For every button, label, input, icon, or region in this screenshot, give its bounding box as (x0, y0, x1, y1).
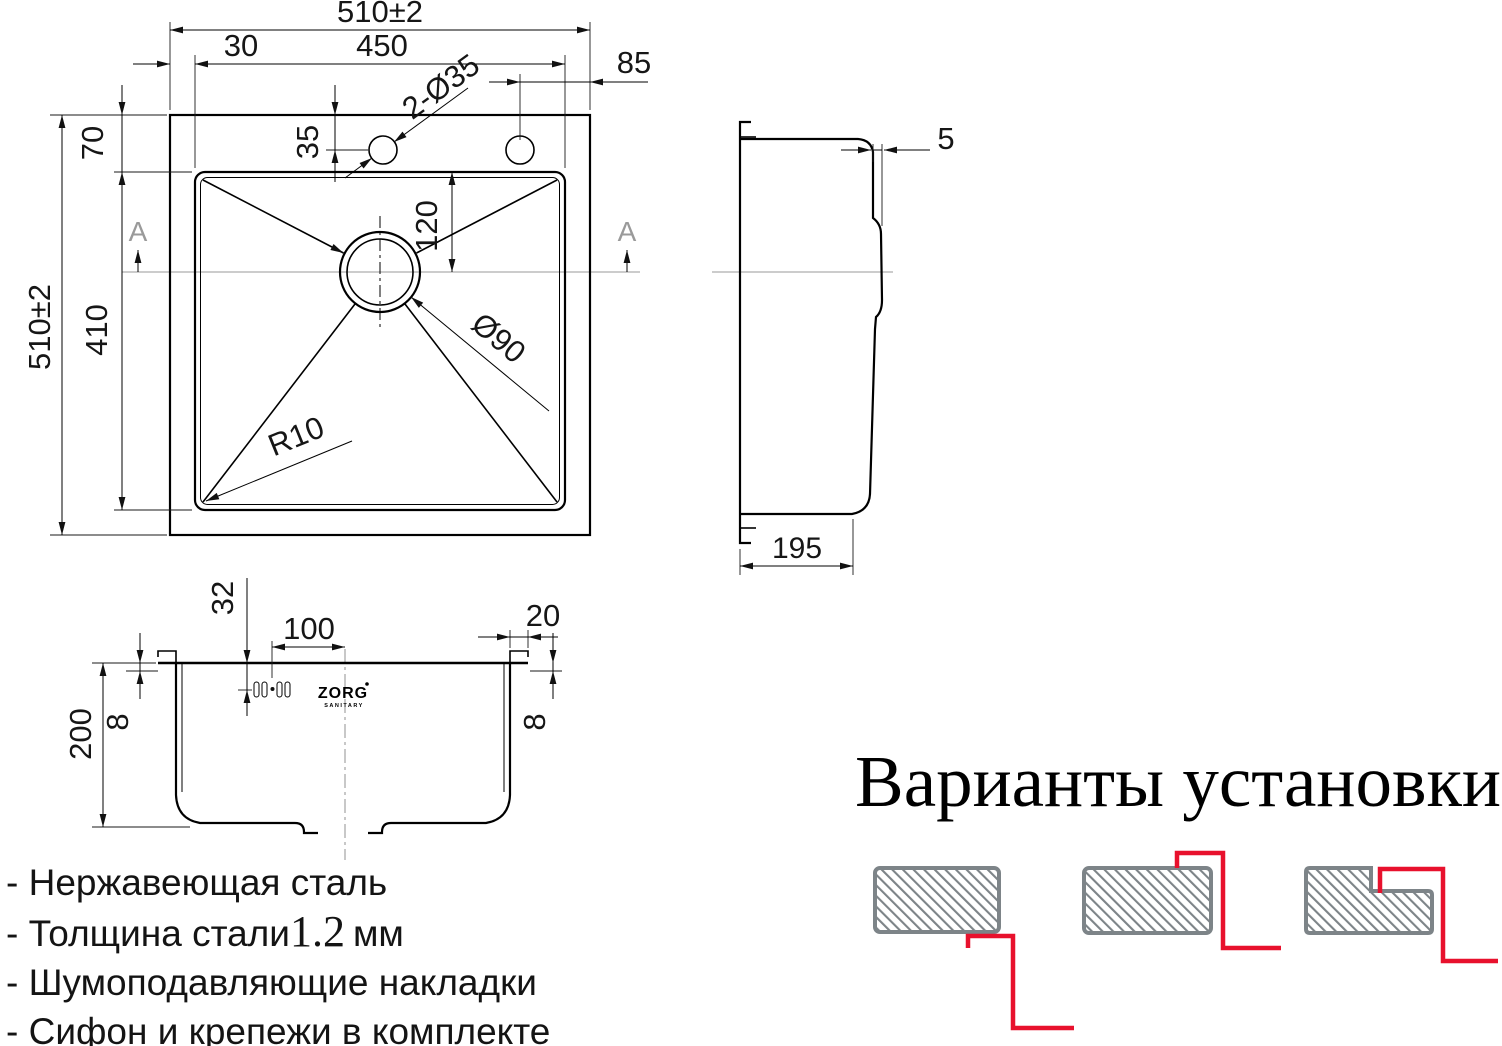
logo-text: ZORG (318, 685, 368, 702)
front-view: ZORG SANITARY 32 100 20 200 8 (63, 578, 562, 860)
section-label-left: A (129, 216, 148, 247)
dim-rim-right: 8 (517, 713, 552, 730)
logo-dot (365, 682, 369, 686)
mount-profile-2 (1174, 850, 1281, 951)
feature-thickness-suffix: мм (352, 913, 404, 954)
countertop-section-2 (1082, 866, 1213, 935)
dim-width-inner: 450 (356, 28, 408, 63)
feature-thickness-prefix: - Толщина стали (6, 913, 290, 954)
installation-diagrams (873, 850, 1498, 1031)
brand-logo: ZORG SANITARY (318, 682, 369, 709)
feature-line: - Сифон и крепежи в комплекте (6, 1011, 551, 1046)
feature-line: - Шумоподавляющие накладки (6, 962, 537, 1003)
countertop-section-3 (1304, 866, 1434, 935)
slope-diagonal-tl (202, 179, 344, 254)
bowl-inner-edge (200, 177, 560, 505)
feature-thickness-value: 1.2 (289, 907, 345, 956)
mount-profile-3 (1377, 866, 1498, 964)
side-profile (740, 137, 884, 516)
countertop-section-1 (873, 866, 1001, 934)
clip-right (509, 650, 529, 663)
mount-profile-1 (965, 933, 1074, 1031)
faucet-hole-right (505, 135, 535, 165)
logo-subtext: SANITARY (324, 703, 364, 709)
slope-diagonal-tr (416, 179, 558, 254)
bowl-wall-right (368, 663, 512, 835)
dim-bowl-depth: 200 (63, 708, 98, 760)
dim-corner-radius: R10 (263, 409, 329, 463)
faucet-hole-left (368, 135, 398, 165)
sink-outer-edge (168, 113, 592, 537)
top-view: A A 510±2 450 30 85 (22, 0, 651, 537)
dim-height-inner: 410 (79, 304, 114, 356)
holes-leader-lower (344, 157, 373, 179)
dim-left-offset: 30 (224, 28, 258, 63)
slope-diagonal-br (404, 303, 558, 503)
section-label-right: A (618, 216, 637, 247)
dim-overflow-to-center: 100 (283, 611, 335, 646)
overflow-holes (253, 681, 291, 698)
dim-right-offset: 85 (617, 45, 651, 80)
clip-left (157, 650, 177, 663)
dim-depth: 195 (772, 532, 822, 565)
mounting-bracket (738, 120, 751, 545)
bowl-outer-edge (193, 170, 567, 512)
side-view: 5 195 (712, 120, 955, 575)
extension-lines (50, 22, 591, 536)
dim-height-total: 510±2 (22, 284, 57, 370)
dim-drain-diameter: Ø90 (465, 306, 532, 370)
dim-edge-gap: 5 (937, 121, 954, 156)
dim-clip-length: 20 (526, 598, 560, 633)
drain-leader (410, 296, 550, 412)
dim-overflow-depth: 32 (205, 581, 240, 615)
dim-width-total: 510±2 (337, 0, 423, 29)
slope-diagonal-bl (202, 303, 356, 503)
installation-title: Варианты установки (855, 741, 1501, 822)
feature-line: - Нержавеющая сталь (6, 862, 388, 903)
bowl-wall-left (174, 663, 318, 835)
dim-drain-offset: 120 (409, 200, 444, 252)
dim-rim-left: 8 (100, 713, 135, 730)
radius-leader (205, 440, 353, 502)
holes-leader-upper (393, 87, 469, 143)
dim-hole-offset: 35 (290, 125, 325, 159)
dim-rim-top: 70 (75, 126, 110, 160)
